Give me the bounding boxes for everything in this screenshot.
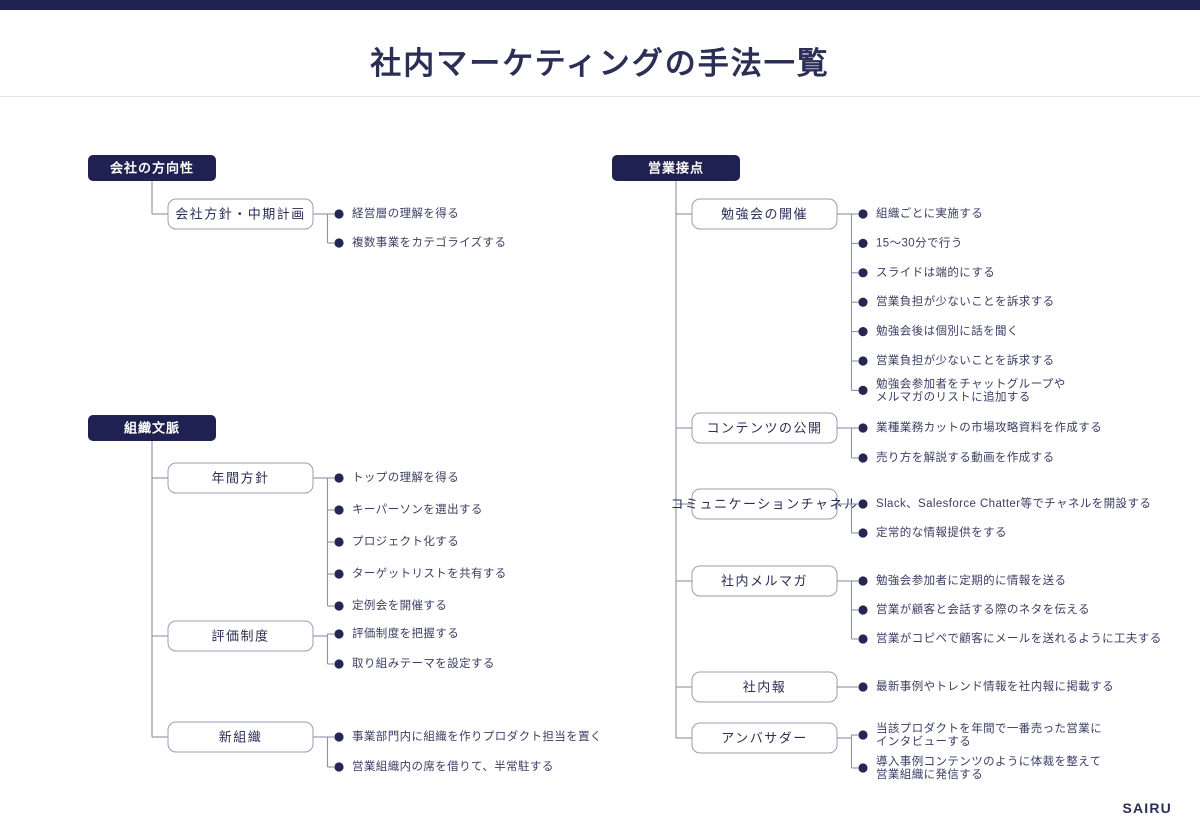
leaf-label: プロジェクト化する <box>352 534 459 548</box>
leaf-label: 組織ごとに実施する <box>876 206 983 220</box>
leaf-label: トップの理解を得る <box>352 470 459 484</box>
leaf-bullet-dot <box>858 576 868 586</box>
leaf-label: 勉強会参加者に定期的に情報を送る <box>876 573 1066 587</box>
leaf-label: 勉強会参加者をチャットグループやメルマガのリストに追加する <box>876 376 1066 403</box>
node-label: 社内メルマガ <box>721 573 808 588</box>
section-badge-label: 営業接点 <box>648 160 704 175</box>
section-badge-label: 組織文脈 <box>124 420 180 435</box>
leaf-bullet-dot <box>858 268 868 278</box>
leaf-bullet-dot <box>334 629 344 639</box>
leaf-label: 勉強会後は個別に話を聞く <box>876 324 1019 338</box>
leaf-bullet-dot <box>858 385 868 395</box>
leaf-bullet-dot <box>334 209 344 219</box>
leaf-label: 営業負担が少ないことを訴求する <box>876 294 1055 308</box>
page-header: 社内マーケティングの手法一覧 <box>0 10 1200 97</box>
node-label: アンバサダー <box>721 730 807 745</box>
leaf-bullet-dot <box>334 659 344 669</box>
leaf-bullet-dot <box>858 730 868 740</box>
leaf-label: 導入事例コンテンツのように体裁を整えて営業組織に発信する <box>876 754 1102 781</box>
leaf-bullet-dot <box>858 528 868 538</box>
section-badge <box>88 415 216 441</box>
leaf-bullet-dot <box>334 238 344 248</box>
leaf-bullet-dot <box>858 634 868 644</box>
leaf-bullet-dot <box>858 453 868 463</box>
leaf-bullet-dot <box>334 473 344 483</box>
page-title: 社内マーケティングの手法一覧 <box>370 46 830 81</box>
section-badge <box>612 155 740 181</box>
leaf-label: 複数事業をカテゴライズする <box>352 235 506 249</box>
leaf-bullet-dot <box>858 423 868 433</box>
leaf-label: ターゲットリストを共有する <box>352 566 507 580</box>
sairu-logo: SAIRU <box>1122 800 1172 816</box>
node-label: 社内報 <box>743 679 787 694</box>
leaf-bullet-dot <box>334 601 344 611</box>
leaf-bullet-dot <box>858 499 868 509</box>
node-label: 会社方針・中期計画 <box>175 206 306 221</box>
leaf-bullet-dot <box>858 209 868 219</box>
leaf-bullet-dot <box>858 327 868 337</box>
leaf-label: 定常的な情報提供をする <box>876 525 1007 539</box>
leaf-label: 経営層の理解を得る <box>352 206 459 220</box>
leaf-bullet-dot <box>334 505 344 515</box>
leaf-label: Slack、Salesforce Chatter等でチャネルを開設する <box>876 496 1151 510</box>
section-badge-label: 会社の方向性 <box>110 160 194 175</box>
leaf-bullet-dot <box>334 537 344 547</box>
leaf-label: 売り方を解説する動画を作成する <box>876 450 1055 464</box>
leaf-label: 営業組織内の席を借りて、半常駐する <box>352 759 554 773</box>
top-accent-bar <box>0 0 1200 10</box>
section-badge <box>88 155 216 181</box>
node-label: 新組織 <box>219 729 263 744</box>
leaf-label: 取り組みテーマを設定する <box>352 656 495 670</box>
node-label: コンテンツの公開 <box>706 420 822 435</box>
leaf-label: キーパーソンを選出する <box>352 502 483 516</box>
leaf-bullet-dot <box>334 762 344 772</box>
diagram-canvas: 会社の方向性会社方針・中期計画 経営層の理解を得る複数事業をカテゴライズする組織文… <box>0 98 1200 830</box>
node-label: 年間方針 <box>211 470 269 485</box>
leaf-label: 最新事例やトレンド情報を社内報に掲載する <box>876 679 1114 693</box>
leaf-bullet-dot <box>858 605 868 615</box>
leaf-label: 定例会を開催する <box>352 598 447 612</box>
leaf-label: 営業がコピペで顧客にメールを送れるように工夫する <box>876 631 1162 645</box>
leaf-label: 評価制度を把握する <box>352 626 459 640</box>
node-label: 評価制度 <box>211 628 269 643</box>
leaf-bullet-dot <box>334 732 344 742</box>
leaf-bullet-dot <box>858 356 868 366</box>
leaf-label: 営業が顧客と会話する際のネタを伝える <box>876 602 1090 616</box>
leaf-bullet-dot <box>334 569 344 579</box>
leaf-bullet-dot <box>858 297 868 307</box>
leaf-label: 当該プロダクトを年間で一番売った営業にインタビューする <box>876 721 1102 748</box>
leaf-label: スライドは端的にする <box>876 265 995 279</box>
node-label: 勉強会の開催 <box>721 206 808 221</box>
node-label: コミュニケーションチャネル <box>670 496 858 511</box>
leaf-bullet-dot <box>858 682 868 692</box>
leaf-bullet-dot <box>858 763 868 773</box>
leaf-label: 15〜30分で行う <box>876 236 963 249</box>
leaf-bullet-dot <box>858 238 868 248</box>
leaf-label: 事業部門内に組織を作りプロダクト担当を置く <box>352 729 602 743</box>
leaf-label: 業種業務カットの市場攻略資料を作成する <box>876 420 1102 434</box>
leaf-label: 営業負担が少ないことを訴求する <box>876 353 1055 367</box>
